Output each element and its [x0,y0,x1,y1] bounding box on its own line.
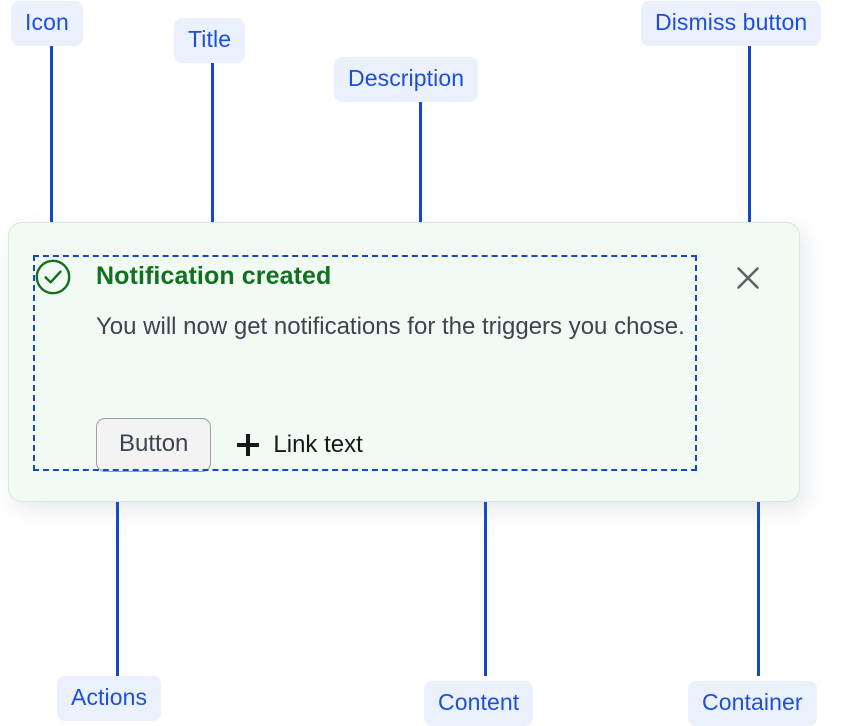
annotation-icon: Icon [11,1,83,46]
plus-icon [237,434,260,456]
annotation-description: Description [334,57,479,102]
check-circle-icon [34,258,72,296]
primary-action-button[interactable]: Button [96,418,212,472]
notification-actions: Button Link text [96,418,363,472]
annotation-title: Title [174,18,246,63]
leader-line-actions [116,470,119,676]
close-icon [737,267,759,289]
link-action[interactable]: Link text [237,431,363,459]
link-action-label: Link text [273,431,363,458]
notification-description: You will now get notifications for the t… [96,313,685,340]
dismiss-button[interactable] [730,260,766,296]
annotation-dismiss-button: Dismiss button [641,1,822,46]
annotation-actions: Actions [57,676,162,721]
notification-title: Notification created [96,262,332,290]
leader-line-description [419,96,422,302]
leader-line-content [484,472,487,676]
leader-line-title [211,57,214,260]
leader-line-icon [50,36,53,248]
leader-line-dismiss-button [748,40,751,247]
annotation-container: Container [688,681,817,726]
leader-line-container [757,472,760,676]
annotation-content: Content [424,681,534,726]
